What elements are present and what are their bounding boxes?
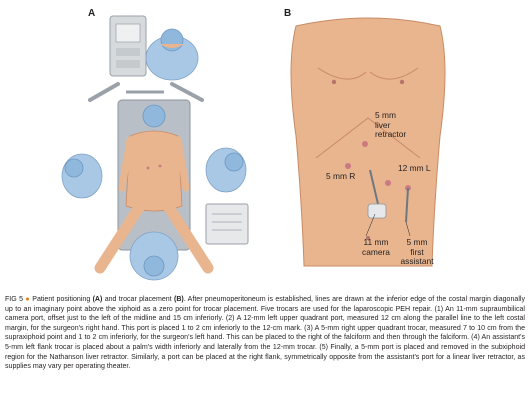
camera-trocar — [367, 169, 387, 219]
caption-body: . After pneumoperitoneum is established,… — [5, 296, 525, 371]
label-camera: 11 mm camera — [362, 237, 390, 257]
surgeon-figure — [129, 231, 179, 281]
label-liver-retractor: 5 mm liver retractor — [375, 110, 407, 140]
figure-number: FIG 5 — [5, 296, 23, 303]
label-5mm-r: 5 mm R — [326, 171, 356, 181]
laparoscopic-tower — [109, 15, 147, 77]
assistant-left-figure — [61, 153, 103, 199]
panel-label-a: A — [88, 8, 96, 19]
assistant-right-figure — [205, 147, 247, 193]
patient-positioning-illustration — [61, 15, 249, 281]
label-first-assistant: 5 mm first assistant — [400, 237, 434, 267]
port-5mm-r — [345, 163, 351, 169]
anesthesiologist-figure — [145, 28, 199, 81]
port-liver-retractor — [362, 141, 368, 147]
label-12mm-l: 12 mm L — [398, 163, 431, 173]
caption-bullet: ● — [25, 296, 30, 303]
nipple-left — [399, 79, 405, 85]
trocar-placement-illustration — [290, 17, 446, 267]
nipple-right — [331, 79, 337, 85]
figure-caption: FIG 5 ● Patient positioning (A) and troc… — [5, 296, 525, 371]
monitor-booms — [88, 82, 204, 102]
assistant-instrument — [405, 187, 409, 223]
umbilicus — [366, 236, 370, 240]
instrument-tray — [205, 203, 249, 245]
costal-margin-lines — [315, 117, 421, 159]
port-12mm-l — [385, 180, 391, 186]
torso — [290, 17, 446, 267]
panel-label-b: B — [284, 8, 292, 19]
patient-figure — [94, 104, 214, 274]
